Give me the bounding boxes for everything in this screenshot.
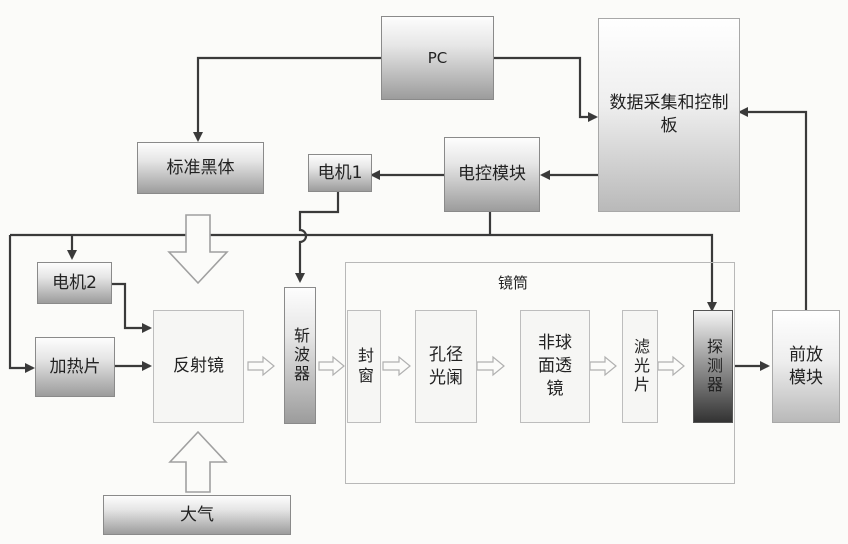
- blackbody-block: 标准黑体: [137, 142, 264, 194]
- link-pc-blackbody: [193, 56, 381, 142]
- optical-arrow-2: [318, 355, 345, 377]
- lens-tube-frame: [345, 262, 735, 484]
- link-motor1-chopper: [295, 190, 340, 283]
- radiation-down-arrow: [167, 214, 229, 285]
- link-motor2-reflector: [112, 282, 152, 333]
- aspheric-lens-block: 非球面透镜: [520, 310, 590, 423]
- chopper-label: 斩波器: [291, 327, 310, 384]
- aperture-stop-block: 孔径光阑: [415, 310, 477, 423]
- detector-block: 探测器: [693, 310, 733, 423]
- atmosphere-block: 大气: [103, 495, 291, 535]
- optical-arrow-1: [247, 355, 275, 377]
- daq-control-board: 数据采集和控制板: [598, 18, 740, 212]
- preamp-label: 前放模块: [789, 344, 823, 388]
- radiation-up-arrow: [168, 430, 228, 493]
- reflector-block: 反射镜: [153, 310, 244, 423]
- motor1-block: 电机1: [308, 154, 372, 192]
- window-block: 封窗: [347, 310, 381, 423]
- motor2-block: 电机2: [37, 262, 112, 304]
- link-bus-heater: [8, 235, 35, 373]
- asphere-label: 非球面透镜: [538, 333, 572, 399]
- ecm-label: 电控模块: [458, 164, 526, 185]
- chopper-block: 斩波器: [284, 287, 316, 424]
- preamp-block: 前放模块: [772, 310, 840, 423]
- detector-label: 探测器: [704, 338, 723, 395]
- optical-arrow-5: [589, 355, 617, 377]
- heater-block: 加热片: [35, 337, 115, 397]
- link-bus-detector: [10, 233, 717, 312]
- filter-block: 滤光片: [622, 310, 658, 423]
- optical-arrow-3: [382, 355, 411, 377]
- window-label: 封窗: [355, 346, 374, 387]
- pc-block: PC: [381, 16, 494, 100]
- lens-tube-label: 镜筒: [498, 274, 529, 292]
- optical-arrow-6: [657, 355, 685, 377]
- optical-arrow-4: [476, 355, 505, 377]
- link-pc-daq: [486, 53, 598, 122]
- daq-label: 数据采集和控制板: [609, 93, 729, 136]
- electronic-control-module: 电控模块: [444, 137, 540, 212]
- filter-label: 滤光片: [631, 338, 650, 395]
- aperture-label: 孔径光阑: [429, 344, 463, 388]
- link-preamp-daq: [738, 107, 808, 310]
